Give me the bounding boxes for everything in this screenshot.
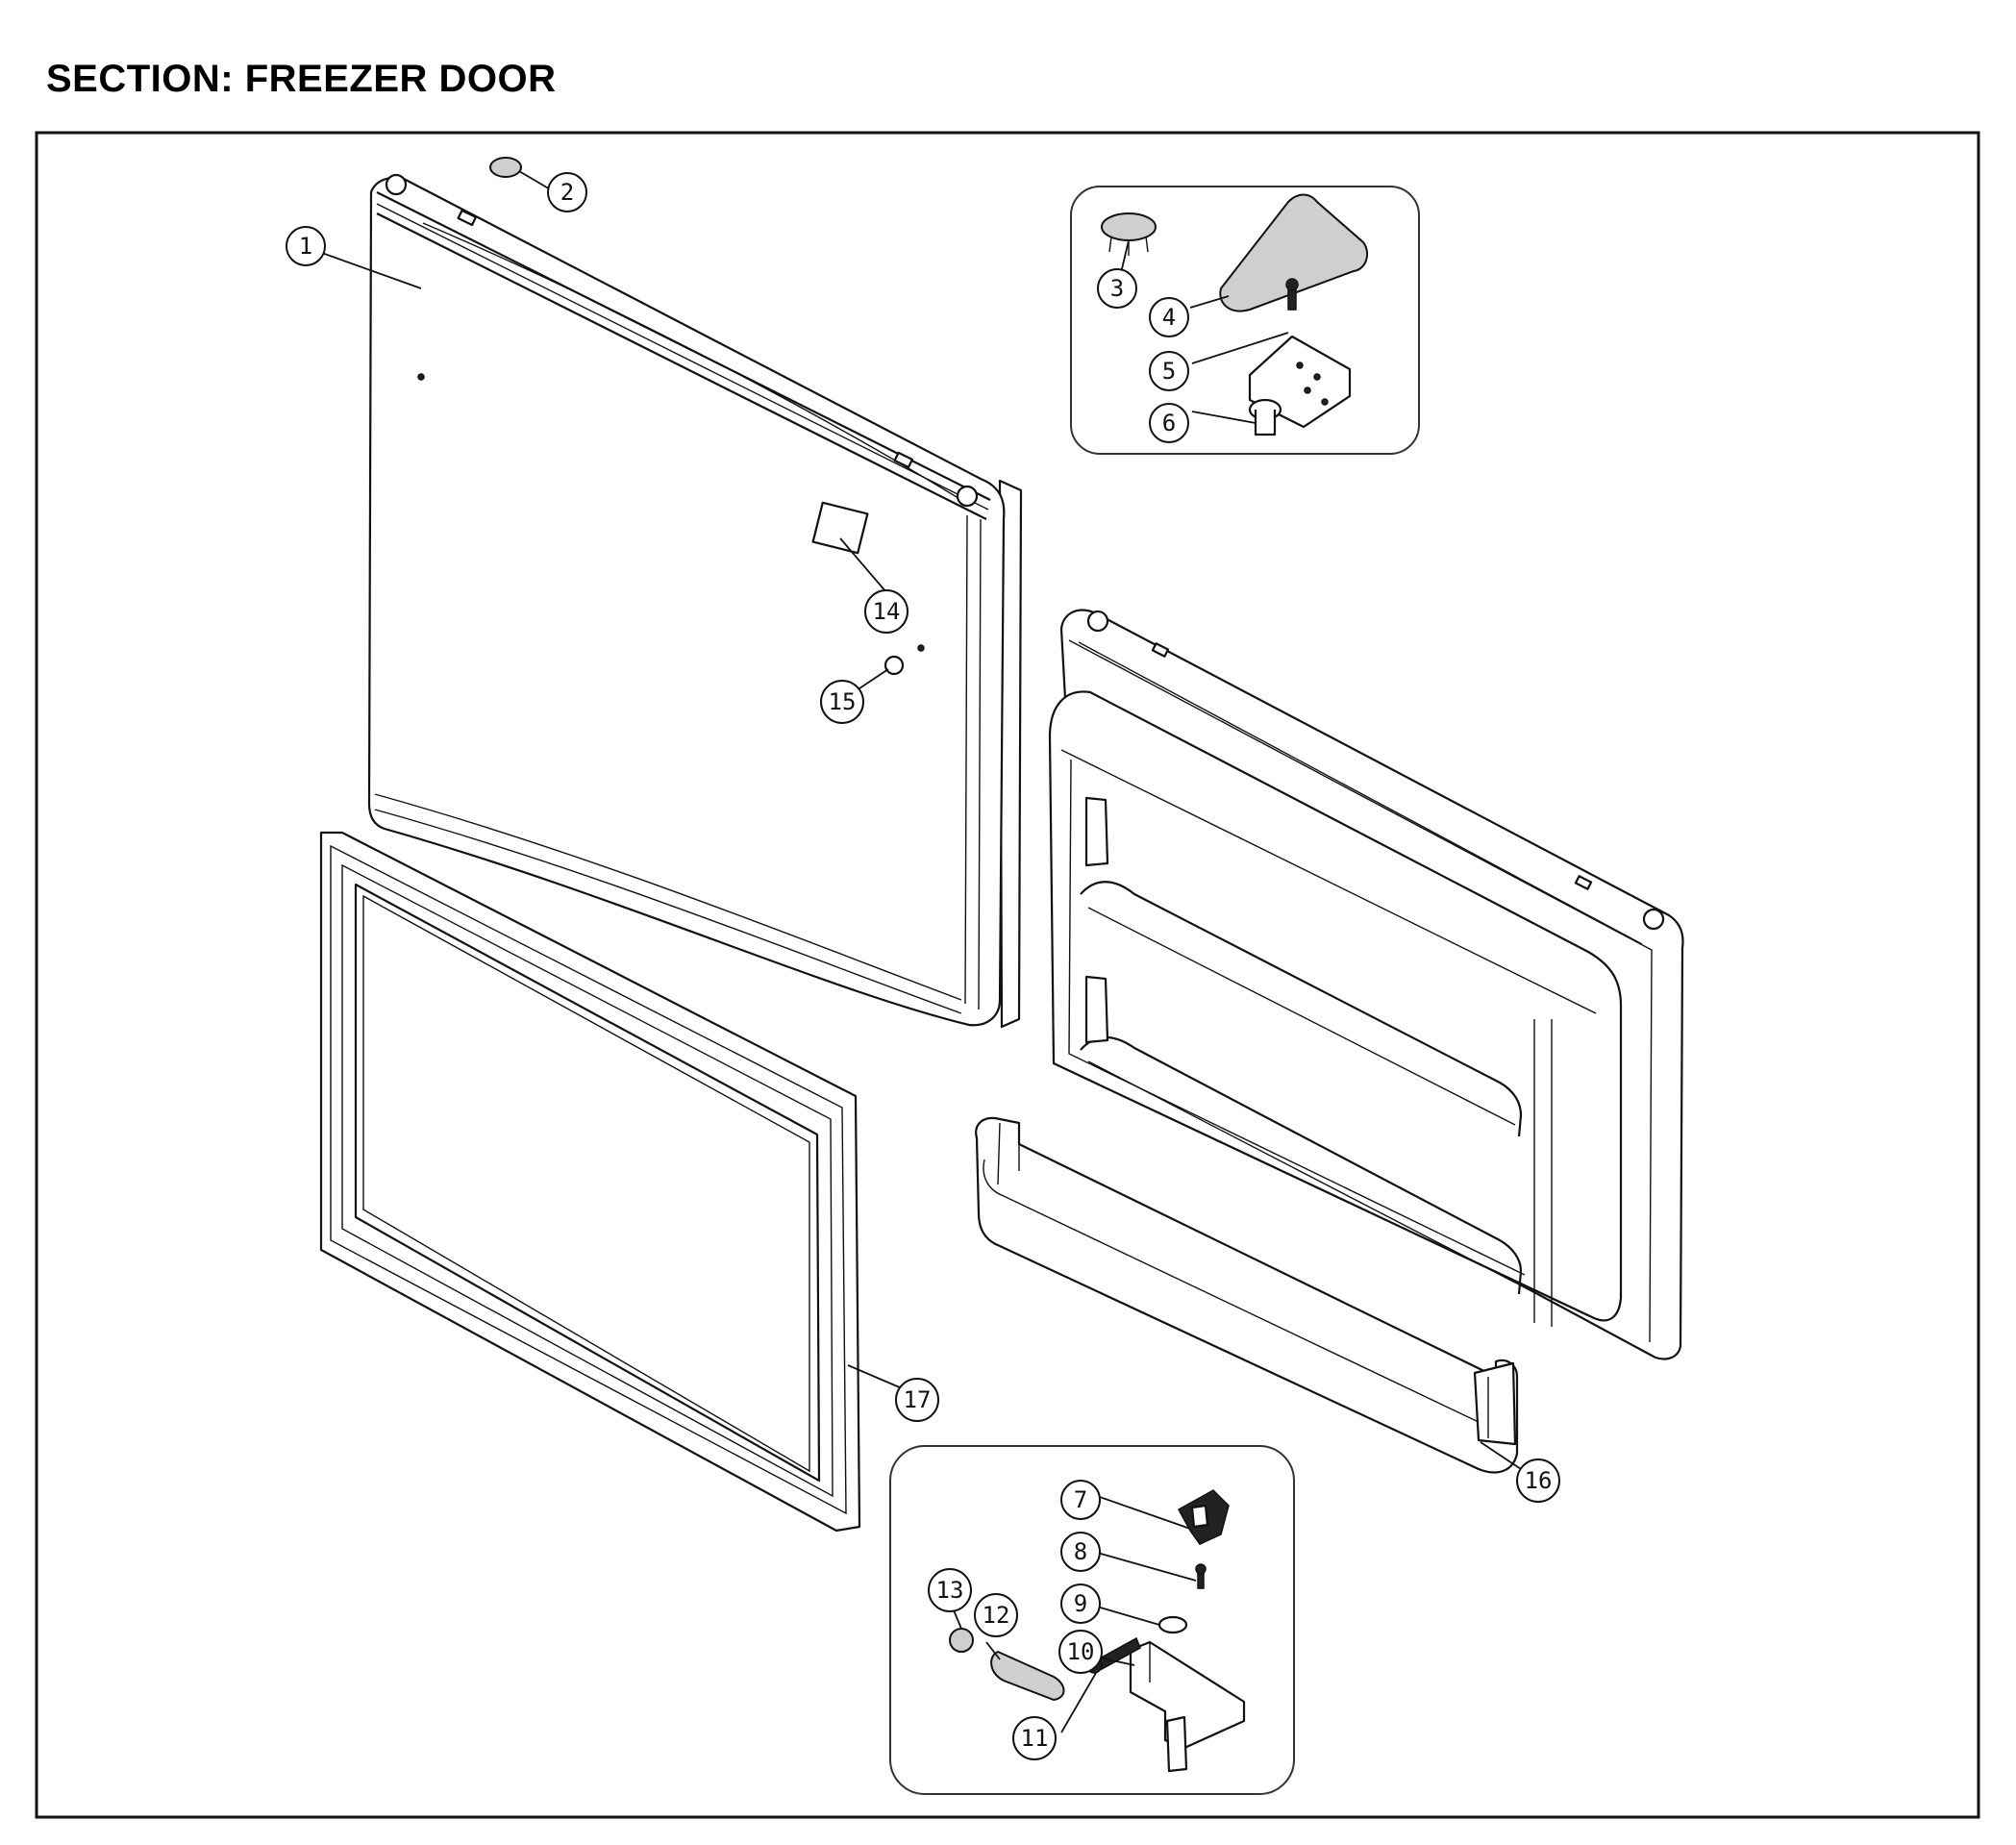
callout-6: 6 <box>1149 403 1189 443</box>
svg-text:12: 12 <box>983 1602 1010 1629</box>
svg-text:11: 11 <box>1021 1725 1049 1752</box>
svg-text:9: 9 <box>1074 1590 1087 1617</box>
svg-text:7: 7 <box>1074 1486 1087 1513</box>
door-bin <box>975 1116 1519 1474</box>
svg-text:14: 14 <box>873 598 901 625</box>
callout-14: 14 <box>864 589 908 634</box>
door-label <box>811 501 869 555</box>
door-inner-liner <box>1048 609 1684 1360</box>
door-grommet <box>884 655 905 676</box>
svg-text:1: 1 <box>299 233 312 260</box>
callout-9: 9 <box>1060 1583 1101 1624</box>
svg-text:15: 15 <box>829 688 857 715</box>
callout-3: 3 <box>1097 268 1137 309</box>
callout-13: 13 <box>928 1568 972 1612</box>
svg-text:3: 3 <box>1110 275 1124 302</box>
door-outer-panel <box>367 173 1023 1029</box>
hinge-inset-top <box>1070 186 1420 455</box>
callout-1: 1 <box>286 226 326 266</box>
svg-text:17: 17 <box>904 1386 932 1413</box>
diagram-frame <box>35 131 1980 1819</box>
svg-text:4: 4 <box>1162 304 1176 331</box>
svg-text:2: 2 <box>560 179 574 206</box>
callout-17: 17 <box>895 1378 939 1422</box>
callout-2: 2 <box>547 172 587 212</box>
callout-8: 8 <box>1060 1532 1101 1572</box>
svg-text:6: 6 <box>1162 410 1176 436</box>
callout-12: 12 <box>974 1593 1018 1637</box>
svg-text:16: 16 <box>1525 1467 1553 1494</box>
callout-11: 11 <box>1012 1716 1057 1760</box>
callout-16: 16 <box>1516 1459 1560 1503</box>
callout-15: 15 <box>820 680 864 724</box>
page-title: SECTION: FREEZER DOOR <box>46 58 557 100</box>
callout-5: 5 <box>1149 351 1189 391</box>
svg-text:5: 5 <box>1162 358 1176 385</box>
callout-4: 4 <box>1149 297 1189 337</box>
top-cap <box>489 157 522 178</box>
svg-text:10: 10 <box>1067 1638 1095 1665</box>
svg-text:13: 13 <box>936 1577 964 1604</box>
door-gasket <box>319 831 861 1533</box>
callout-10: 10 <box>1058 1630 1103 1674</box>
callout-7: 7 <box>1060 1480 1101 1520</box>
svg-text:8: 8 <box>1074 1538 1087 1565</box>
